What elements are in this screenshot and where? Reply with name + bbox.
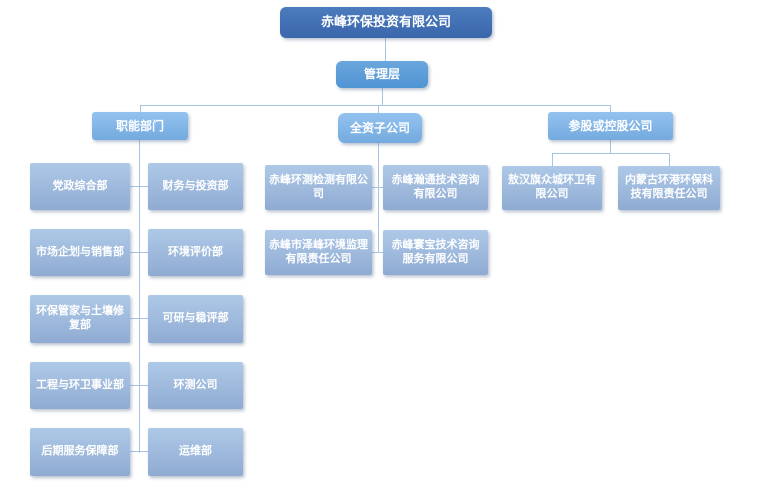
node-branch-functional: 职能部门 xyxy=(92,112,188,140)
connector-drop-holding xyxy=(610,105,611,112)
node-dept-marketing-sales: 市场企划与销售部 xyxy=(30,229,130,276)
connector-branches-horizontal xyxy=(140,105,610,106)
connector-functional-row5 xyxy=(130,451,148,452)
connector-management-drop xyxy=(382,88,383,105)
node-branch-holding: 参股或控股公司 xyxy=(548,112,673,140)
connector-functional-row1 xyxy=(130,186,148,187)
node-root-company: 赤峰环保投资有限公司 xyxy=(280,7,492,38)
connector-drop-functional xyxy=(140,105,141,112)
node-dept-after-service: 后期服务保障部 xyxy=(30,428,130,476)
connector-functional-row3 xyxy=(130,318,148,319)
connector-functional-trunk xyxy=(139,140,140,453)
node-dept-party-admin: 党政综合部 xyxy=(30,163,130,210)
connector-holding-left-drop xyxy=(552,153,553,166)
node-management: 管理层 xyxy=(336,61,428,88)
node-dept-operation-maintenance: 运维部 xyxy=(148,428,243,476)
connector-holding-horizontal xyxy=(552,153,669,154)
node-sub-huanbao-consulting: 赤峰寰宝技术咨询服务有限公司 xyxy=(383,230,488,275)
connector-subsidiary-row1 xyxy=(372,187,383,188)
connector-subsidiary-row2 xyxy=(372,252,383,253)
connector-holding-drop xyxy=(610,140,611,153)
node-sub-zefeng-supervision: 赤峰市泽峰环境监理有限责任公司 xyxy=(265,230,372,275)
connector-functional-row2 xyxy=(130,252,148,253)
node-dept-env-steward-soil: 环保管家与土壤修复部 xyxy=(30,295,130,343)
node-holding-neimenggu-huangang: 内蒙古环港环保科技有限责任公司 xyxy=(618,166,720,210)
node-sub-huance-testing: 赤峰环测检测有限公司 xyxy=(265,165,372,210)
connector-subsidiary-trunk xyxy=(378,143,379,253)
connector-root-to-management xyxy=(385,38,386,61)
connector-drop-wholly-owned xyxy=(378,105,379,113)
node-dept-finance-investment: 财务与投资部 xyxy=(148,163,243,210)
node-dept-env-assessment: 环境评价部 xyxy=(148,229,243,276)
node-holding-aohan-sanitation: 敖汉旗众城环卫有限公司 xyxy=(502,166,602,210)
node-branch-wholly-owned: 全资子公司 xyxy=(338,113,422,143)
connector-holding-right-drop xyxy=(669,153,670,166)
node-dept-engineering-sanitation: 工程与环卫事业部 xyxy=(30,362,130,409)
node-dept-feasibility-stability: 可研与稳评部 xyxy=(148,295,243,343)
node-sub-hantong-consulting: 赤峰瀚通技术咨询有限公司 xyxy=(383,165,488,210)
connector-functional-row4 xyxy=(130,385,148,386)
node-dept-env-testing-co: 环测公司 xyxy=(148,362,243,409)
